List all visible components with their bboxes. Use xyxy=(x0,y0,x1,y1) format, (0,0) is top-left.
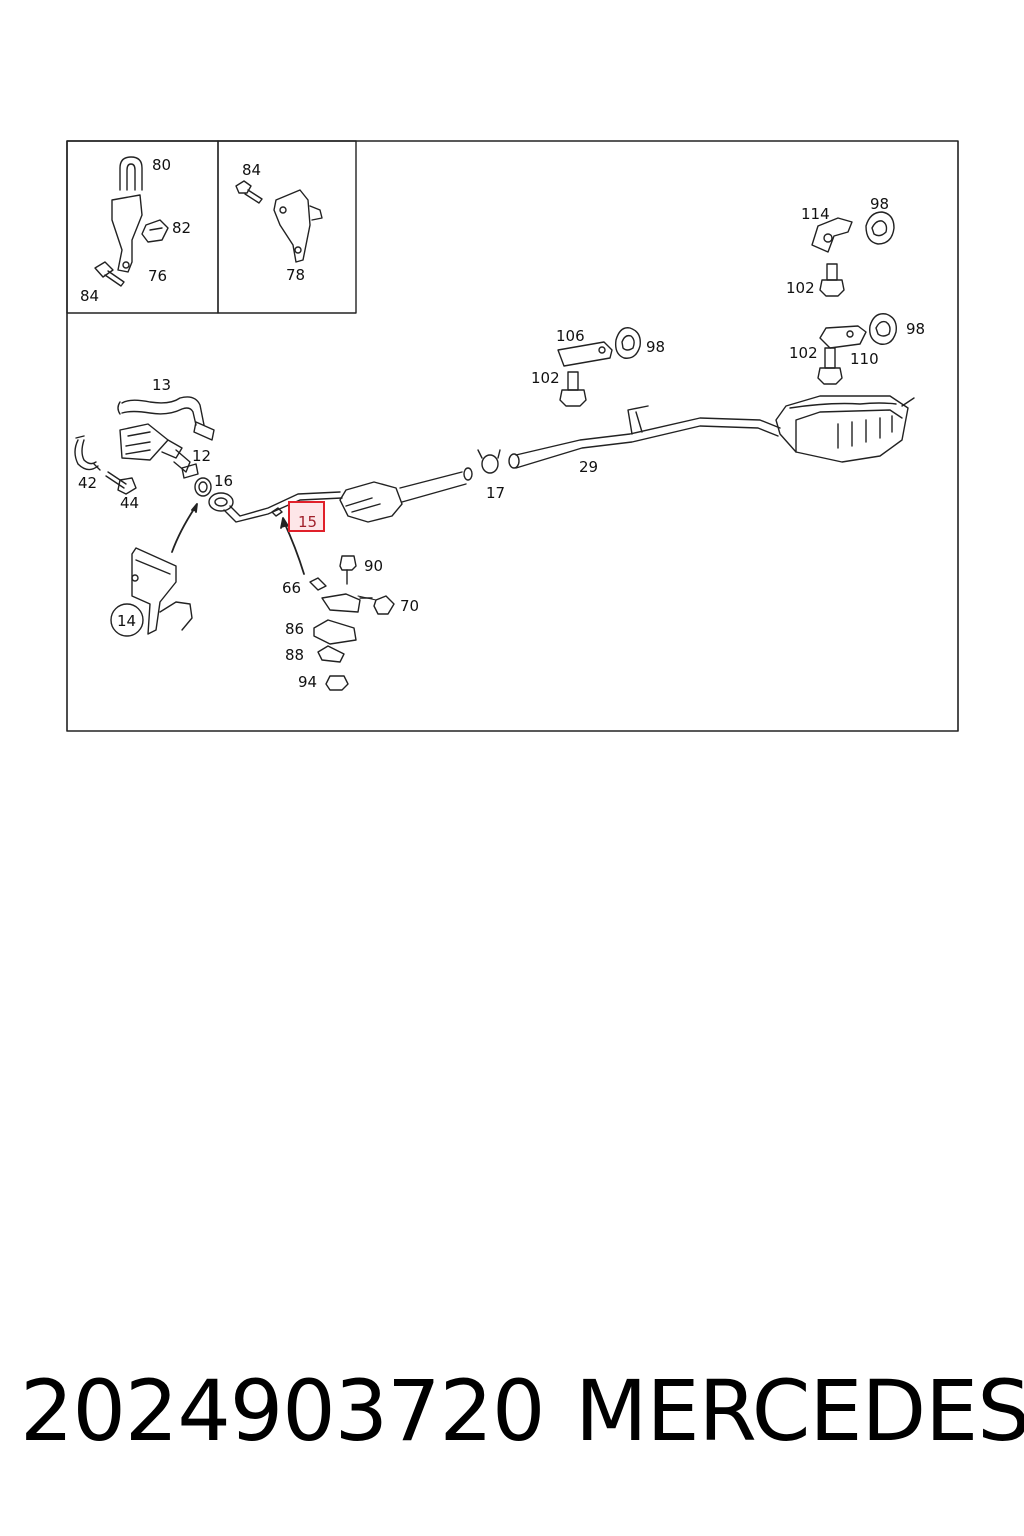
bracket-14-drawing xyxy=(131,547,193,635)
callout-82: 82 xyxy=(172,219,191,237)
front-pipe-assembly-drawing xyxy=(117,396,215,479)
callout-15: 15 xyxy=(298,513,317,531)
front-pipe-15-drawing xyxy=(208,467,473,523)
rear-pipe-29-drawing xyxy=(508,395,915,469)
callout-98-right: 98 xyxy=(906,320,925,338)
inset-frame-right xyxy=(217,140,357,314)
bracket-78-drawing xyxy=(235,180,323,263)
callout-94: 94 xyxy=(298,673,317,691)
callout-17: 17 xyxy=(486,484,505,502)
mounting-hardware-drawing xyxy=(309,555,395,691)
leader-arrows xyxy=(171,503,377,601)
callout-42: 42 xyxy=(78,474,97,492)
callout-14: 14 xyxy=(117,612,136,630)
callout-106: 106 xyxy=(556,327,585,345)
callout-102-middle: 102 xyxy=(531,369,560,387)
clamp-42-drawing xyxy=(74,435,101,471)
hanger-group-106 xyxy=(557,327,641,407)
callout-78: 78 xyxy=(286,266,305,284)
bolt-44-drawing xyxy=(105,471,137,495)
callout-88: 88 xyxy=(285,646,304,664)
callout-98-top: 98 xyxy=(870,195,889,213)
callout-14-circle xyxy=(110,603,144,637)
brand-name: MERCEDES xyxy=(575,1362,1024,1460)
part-number: 2024903720 xyxy=(20,1362,545,1460)
gasket-16-drawing xyxy=(194,477,212,497)
callout-70: 70 xyxy=(400,597,419,615)
callout-44: 44 xyxy=(120,494,139,512)
clamp-17-drawing xyxy=(477,449,501,474)
callout-90: 90 xyxy=(364,557,383,575)
u-bolt-bracket-drawing xyxy=(94,156,169,287)
callout-12: 12 xyxy=(192,447,211,465)
callout-86: 86 xyxy=(285,620,304,638)
callout-84-left: 84 xyxy=(80,287,99,305)
callout-80: 80 xyxy=(152,156,171,174)
callout-66: 66 xyxy=(282,579,301,597)
callout-102-right: 102 xyxy=(789,344,818,362)
callout-84-right: 84 xyxy=(242,161,261,179)
callout-98-middle: 98 xyxy=(646,338,665,356)
callout-29: 29 xyxy=(579,458,598,476)
hanger-group-114 xyxy=(811,211,895,297)
callout-13: 13 xyxy=(152,376,171,394)
callout-76: 76 xyxy=(148,267,167,285)
highlight-box-15 xyxy=(288,501,325,532)
hanger-group-110 xyxy=(817,313,897,385)
footer: 2024903720 MERCEDES xyxy=(0,1362,1024,1472)
callout-102-top: 102 xyxy=(786,279,815,297)
diagram-frame xyxy=(66,140,959,732)
callout-16: 16 xyxy=(214,472,233,490)
callout-114: 114 xyxy=(801,205,830,223)
callout-labels: 80 82 76 84 84 78 114 98 102 106 98 102 … xyxy=(78,156,925,691)
callout-110: 110 xyxy=(850,350,879,368)
